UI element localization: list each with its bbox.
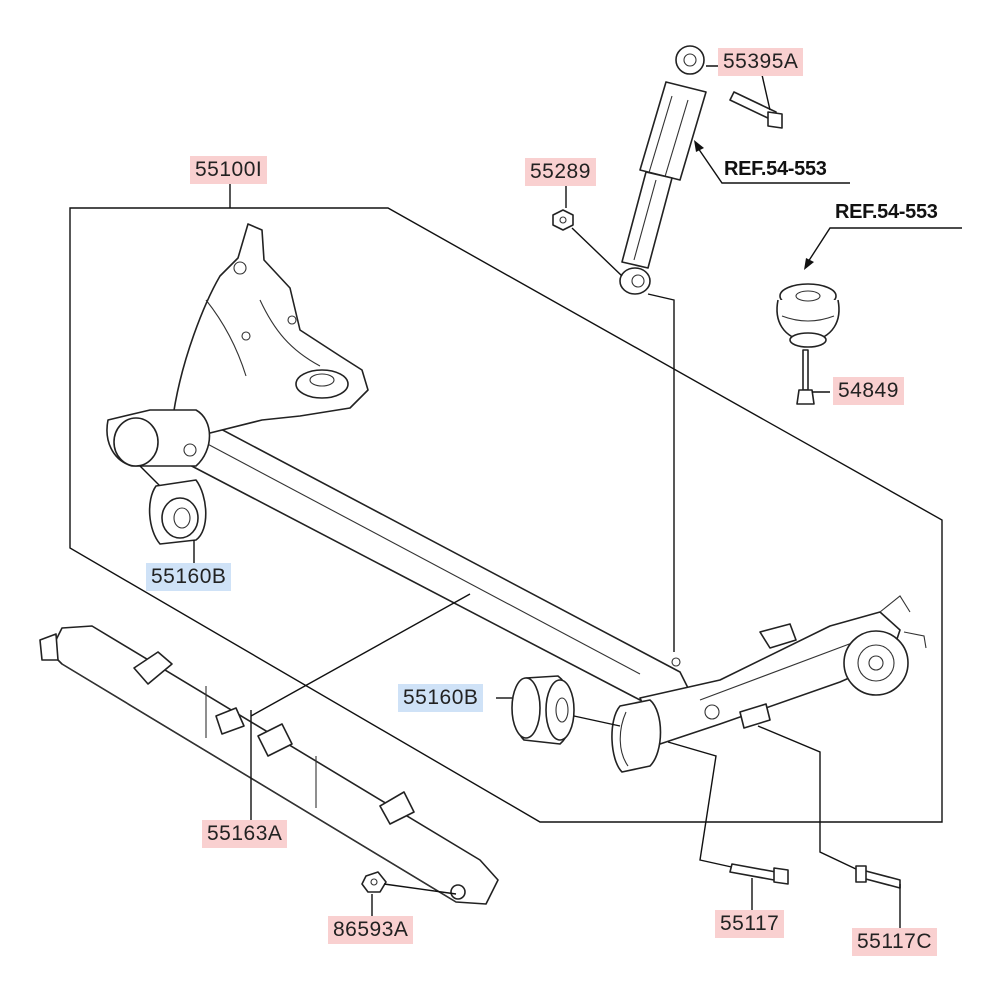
- nut-55289: [552, 186, 623, 277]
- torsion-beam: [171, 417, 927, 773]
- callout-55117c[interactable]: 55117C: [852, 928, 938, 956]
- callout-55160b-right[interactable]: 55160B: [398, 684, 484, 712]
- bolt-86593a: [361, 871, 457, 920]
- ref-arrows: [694, 140, 962, 270]
- callout-55163a[interactable]: 55163A: [202, 820, 288, 848]
- callout-55160b-left[interactable]: 55160B: [146, 563, 232, 591]
- callout-55395a[interactable]: 55395A: [718, 48, 804, 76]
- shock-absorber: [619, 45, 707, 295]
- callout-55100i[interactable]: 55100I: [190, 156, 268, 184]
- callout-55289[interactable]: 55289: [525, 158, 596, 186]
- right-bushing: [496, 675, 621, 745]
- callout-55117[interactable]: 55117: [715, 910, 785, 938]
- axle-cover: [39, 593, 499, 905]
- left-trailing-arm: [106, 223, 369, 487]
- bolt-55117c: [757, 725, 901, 928]
- reference-bump-stopper[interactable]: REF.54-553: [835, 201, 938, 223]
- bolt-54849: [796, 349, 830, 405]
- bump-stopper: [776, 283, 840, 348]
- reference-shock-absorber[interactable]: REF.54-553: [724, 158, 827, 180]
- shock-leader: [647, 293, 675, 652]
- callout-54849[interactable]: 54849: [833, 377, 904, 405]
- bolt-55117: [667, 741, 789, 912]
- callout-86593a[interactable]: 86593A: [328, 916, 414, 944]
- left-bushing: [148, 479, 207, 564]
- assembly-bracket-outline: [69, 178, 943, 823]
